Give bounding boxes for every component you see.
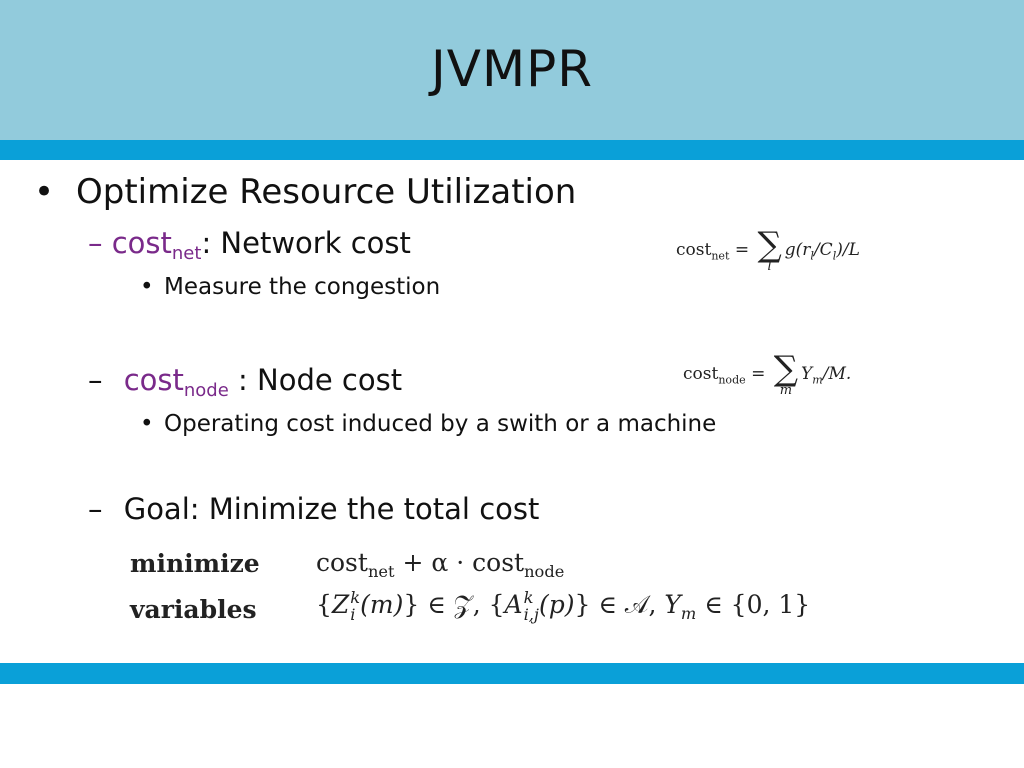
item-term-sub: net	[171, 243, 202, 264]
formula-lhs: cost	[683, 364, 719, 384]
formula-sub: l	[832, 249, 837, 263]
title-bar	[0, 0, 1024, 140]
var-a: A	[504, 590, 523, 619]
formula-eq: =	[734, 240, 750, 260]
main-bullet-text: Optimize Resource Utilization	[76, 172, 577, 212]
item-dash: –	[88, 363, 103, 397]
item-network-cost: – costnet: Network cost	[88, 226, 411, 264]
obj-term: cost	[316, 548, 368, 577]
item-term: cost	[111, 226, 172, 260]
item-dash: –	[88, 226, 103, 260]
sum-symbol: ∑l	[757, 225, 782, 274]
obj-operator: + α ·	[402, 548, 473, 577]
formula-sub: m	[812, 373, 823, 387]
sum-symbol: ∑m	[773, 349, 799, 398]
var-z-set: } ∈ 𝒵,	[403, 590, 481, 619]
header-stripe	[0, 140, 1024, 160]
slide-title: JVMPR	[431, 40, 593, 98]
var-a-set: } ∈ 𝒜,	[574, 590, 657, 619]
var-a-arg: (p)	[538, 590, 575, 619]
formula-lhs-sub: node	[718, 373, 746, 387]
formula-lhs: cost	[676, 240, 712, 260]
sub-bullet-text: Operating cost induced by a swith or a m…	[164, 411, 717, 437]
item-term: cost	[123, 363, 184, 397]
obj-term: cost	[472, 548, 525, 577]
var-y-set: ∈ {0, 1}	[704, 590, 811, 619]
var-z: Z	[331, 590, 350, 619]
var-y-sub: m	[680, 604, 697, 623]
bullet-dot: •	[140, 411, 154, 437]
item-goal: – Goal: Minimize the total cost	[88, 492, 539, 526]
var-z-arg: (m)	[360, 590, 404, 619]
formula-eq: =	[751, 364, 766, 384]
obj-term-sub: net	[367, 562, 395, 581]
var-y: Y	[664, 590, 681, 619]
item-node-cost: – costnode : Node cost	[88, 363, 402, 401]
formula-body: g(r	[784, 240, 811, 260]
brace: {	[316, 590, 332, 619]
item-desc: : Network cost	[201, 226, 411, 260]
sub-bullet-text: Measure the congestion	[164, 274, 441, 300]
brace: {	[488, 590, 505, 619]
formula-body-mid: /C	[813, 240, 833, 260]
bullet-dot: •	[34, 172, 55, 212]
formula-body-end: )/L	[836, 240, 860, 260]
formula-body-end: /M.	[822, 364, 852, 384]
formula-lhs-sub: net	[711, 249, 730, 263]
obj-term-sub: node	[524, 562, 565, 581]
objective-expression: costnet + α · costnode	[316, 548, 564, 581]
minimize-label: minimize	[130, 549, 260, 578]
footer-stripe	[0, 663, 1024, 684]
variables-label: variables	[130, 595, 257, 624]
formula-sub: l	[810, 249, 814, 263]
item-dash: –	[88, 492, 103, 526]
formula-body: Y	[801, 364, 813, 384]
item-term-sub: node	[183, 380, 229, 401]
sum-index: l	[767, 259, 772, 274]
item-desc: Goal: Minimize the total cost	[123, 492, 540, 526]
sum-index: m	[779, 383, 793, 398]
item-desc: : Node cost	[228, 363, 403, 397]
bullet-dot: •	[140, 274, 154, 300]
